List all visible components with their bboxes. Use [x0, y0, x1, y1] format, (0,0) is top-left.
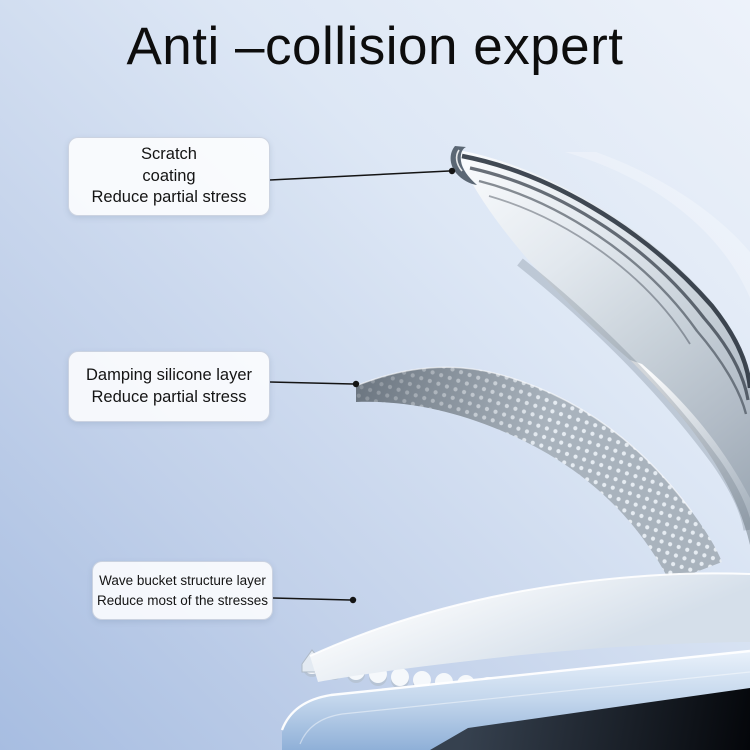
- leader-line-wave: [272, 597, 351, 601]
- device-screen-dark: [430, 688, 750, 750]
- callout-damping-line1: Damping silicone layer: [86, 366, 252, 385]
- callout-wave-bucket: Wave bucket structure layer Reduce most …: [92, 561, 273, 620]
- leader-line-scratch: [269, 170, 450, 181]
- callout-scratch-text: Scratch coating Reduce partial stress: [92, 144, 247, 208]
- callout-damping-text: Damping silicone layer Reduce partial st…: [86, 365, 252, 408]
- damping-silicone-layer-graphic: [355, 366, 722, 582]
- callout-scratch-coating: Scratch coating Reduce partial stress: [68, 137, 270, 216]
- callout-scratch-line2: coating: [142, 166, 196, 185]
- callout-wave-text: Wave bucket structure layer Reduce most …: [97, 571, 268, 610]
- leader-line-damping: [269, 381, 354, 385]
- callout-damping-line2: Reduce partial stress: [91, 387, 247, 406]
- callout-damping-silicone: Damping silicone layer Reduce partial st…: [68, 351, 270, 422]
- leader-dot-wave: [349, 596, 357, 604]
- callout-wave-line2: Reduce most of the stresses: [96, 592, 269, 608]
- callout-scratch-line3: Reduce partial stress: [91, 188, 247, 207]
- scratch-coating-layer-graphic: [450, 146, 750, 545]
- callout-wave-line1: Wave bucket structure layer: [99, 572, 266, 588]
- leader-dot-scratch: [448, 167, 456, 175]
- callout-leader-lines: [269, 167, 456, 604]
- leader-dot-damping: [352, 380, 360, 388]
- device-body-graphic: [280, 649, 750, 750]
- page-title: Anti –collision expert: [126, 17, 624, 76]
- transparent-film-graphic: [565, 152, 750, 298]
- callout-scratch-line1: Scratch: [141, 145, 197, 164]
